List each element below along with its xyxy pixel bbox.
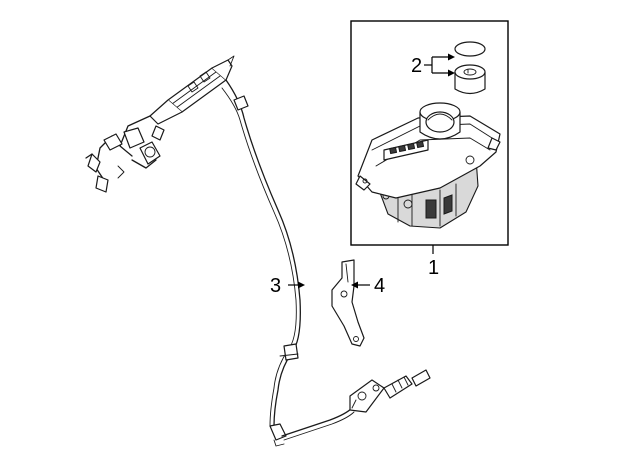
callout-3: 3	[270, 275, 281, 297]
callout-2-leader	[424, 53, 455, 77]
cable-bracket-group: 4	[331, 259, 385, 347]
shifter-box-frame	[350, 20, 509, 246]
shift-cable-group: 3	[85, 55, 431, 447]
cable-upper-linkage	[85, 55, 235, 193]
shifter-body	[355, 102, 501, 229]
callout-2: 2	[411, 55, 422, 77]
callout-1: 1	[428, 257, 439, 279]
callout-4: 4	[374, 275, 385, 297]
knob-cap	[454, 41, 486, 57]
knob	[454, 64, 486, 95]
cable-lower-fitting	[349, 369, 431, 413]
callout-4-leader	[351, 281, 370, 289]
cable-bracket	[331, 259, 365, 347]
callout-3-leader	[288, 281, 305, 289]
shifter-assembly-group: 2 1	[350, 20, 509, 279]
shift-cable-line	[225, 79, 301, 427]
